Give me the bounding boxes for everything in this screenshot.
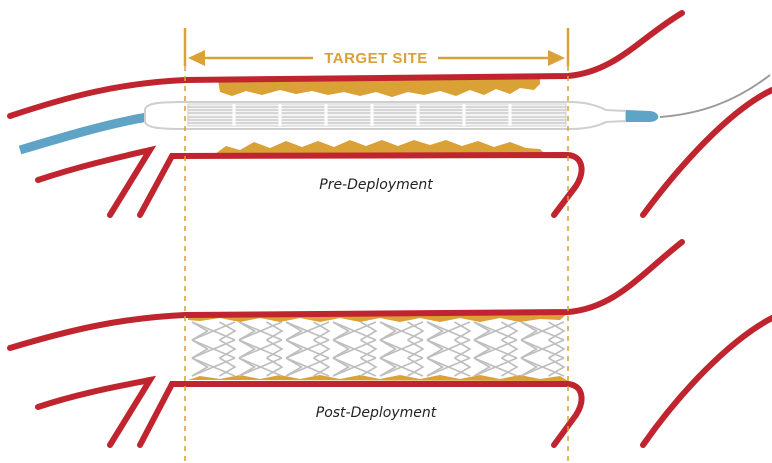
stent-strut <box>266 357 284 377</box>
stent-strut <box>313 357 331 377</box>
stent-strut <box>454 339 472 359</box>
stent-strut <box>540 357 565 377</box>
stent-strut <box>219 357 237 377</box>
expanded-stent-mesh <box>191 321 566 377</box>
vessel-wall-lower-pre <box>137 151 585 218</box>
stent-strut <box>399 339 424 359</box>
stent-strut <box>211 321 236 341</box>
stent-strut <box>548 321 566 341</box>
post-deployment-caption: Post-Deployment <box>316 405 437 421</box>
branch-wall-right-post <box>640 315 772 448</box>
plaque-bottom-post <box>188 375 568 381</box>
stent-strut <box>446 357 471 377</box>
stent-strut <box>501 357 519 377</box>
branch-wall-left-pre <box>35 145 157 218</box>
stent-strut <box>493 357 518 377</box>
pre-deployment-panel: TARGET SITE Pre-Deployment <box>7 10 772 218</box>
stent-strut <box>399 357 424 377</box>
stent-strut <box>219 339 237 359</box>
catheter-shaft <box>18 112 149 155</box>
stent-strut <box>258 339 283 359</box>
stent-strut <box>540 321 565 341</box>
stent-strut <box>548 357 566 377</box>
stent-strut <box>313 339 331 359</box>
guidewire <box>659 74 771 118</box>
stent-strut <box>501 321 519 341</box>
crimped-stent <box>187 103 567 127</box>
stent-strut <box>454 321 472 341</box>
stent-strut <box>352 321 377 341</box>
stent-strut <box>360 357 378 377</box>
stent-strut <box>258 321 283 341</box>
stent-strut <box>446 321 471 341</box>
target-site-label: TARGET SITE <box>324 50 428 67</box>
stent-strut <box>493 321 518 341</box>
stent-strut <box>352 339 377 359</box>
plaque-bottom-pre <box>215 140 545 154</box>
branch-wall-right-pre <box>640 87 772 218</box>
pre-deployment-caption: Pre-Deployment <box>319 177 433 193</box>
stent-strut <box>540 339 565 359</box>
catheter-tip <box>626 110 659 122</box>
stent-strut <box>407 339 425 359</box>
stent-strut <box>211 357 236 377</box>
stent-strut <box>407 357 425 377</box>
stent-strut <box>313 321 331 341</box>
stent-strut <box>219 321 237 341</box>
stent-strut <box>305 321 330 341</box>
target-site-dimension <box>183 28 570 66</box>
stent-strut <box>266 339 284 359</box>
vessel-wall-lower-post <box>137 381 585 448</box>
stent-strut <box>446 339 471 359</box>
stent-strut <box>305 357 330 377</box>
stent-strut <box>501 339 519 359</box>
stent-strut <box>360 321 378 341</box>
stent-strut <box>399 321 424 341</box>
stent-strut <box>258 357 283 377</box>
stent-strut <box>454 357 472 377</box>
stent-strut <box>360 339 378 359</box>
stent-strut <box>493 339 518 359</box>
post-deployment-panel: Post-Deployment <box>7 239 772 448</box>
stent-strut <box>407 321 425 341</box>
stent-strut <box>305 339 330 359</box>
stent-strut <box>211 339 236 359</box>
branch-wall-left-post <box>35 375 157 448</box>
stent-strut <box>548 339 566 359</box>
vessel-wall-upper-post <box>7 239 685 351</box>
stent-strut <box>266 321 284 341</box>
stent-strut <box>352 357 377 377</box>
